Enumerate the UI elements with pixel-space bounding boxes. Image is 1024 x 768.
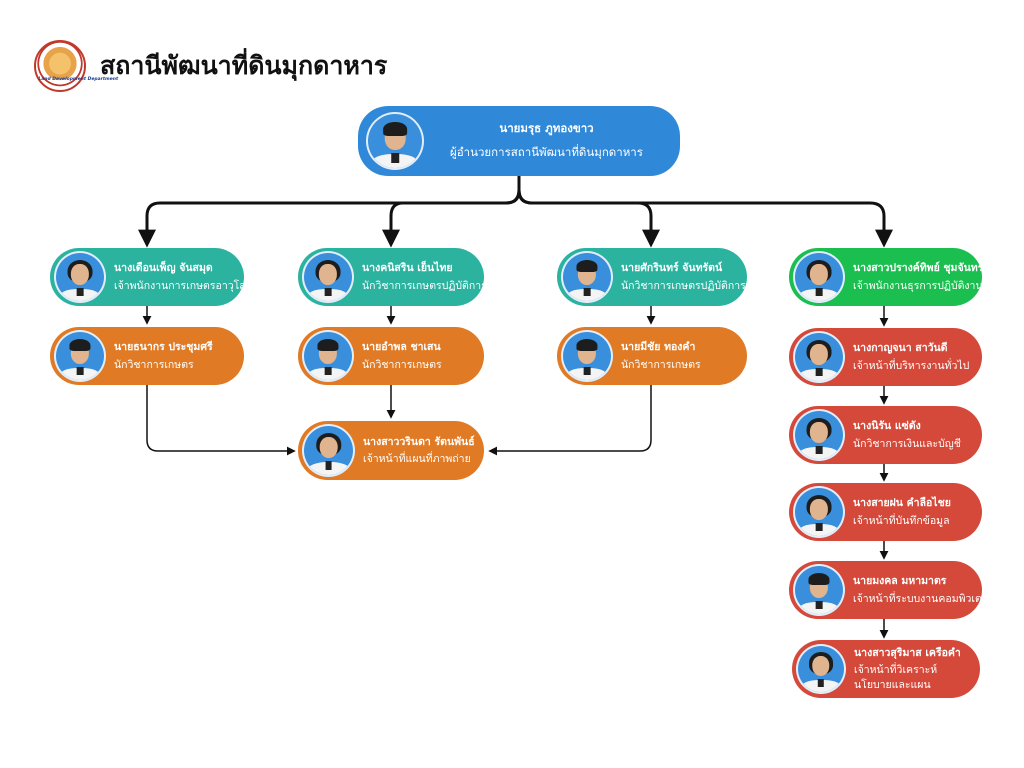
lead-name: นางสาวปรางค์ทิพย์ ชุมจันทร์ [853,262,982,275]
admin-card[interactable]: นางนิรัน แซ่ตัง นักวิชาการเงินและบัญชี [789,406,982,464]
lead-photo [302,251,354,303]
lead-photo [561,251,613,303]
ldd-logo: Land Development Department [34,40,119,92]
page-header: Land Development Department สถานีพัฒนาที… [34,38,387,94]
admin-position: เจ้าหน้าที่บันทึกข้อมูล [853,514,950,527]
staff-position: นักวิชาการเกษตร [621,358,701,371]
admin-position: เจ้าหน้าที่ระบบงานคอมพิวเตอร์ [853,592,982,605]
director-to-lead-4 [517,189,893,248]
mapping-officer-card[interactable]: นางสาววรินดา รัตนพันธ์ เจ้าหน้าที่แผนที่… [298,421,484,480]
admin-photo [793,409,845,461]
director-card[interactable]: นายมรุธ ภูทองขาว ผู้อำนวยการสถานีพัฒนาที… [358,106,680,176]
logo-caption: Land Development Department [38,76,119,82]
staff-name: นายมีชัย ทองคำ [621,341,696,354]
admin-photo [793,564,845,616]
staff-name: นายอำพล ชาเสน [362,341,441,354]
mapping-officer-position: เจ้าหน้าที่แผนที่ภาพถ่าย [363,453,471,465]
staff-card[interactable]: นายอำพล ชาเสน นักวิชาการเกษตร [298,327,484,385]
staff-photo [561,330,613,382]
lead-position: เจ้าพนักงานการเกษตรอาวุโส [114,279,244,292]
mapping-officer-photo [302,424,355,477]
staff-position: นักวิชาการเกษตร [114,358,194,371]
lead-position: นักวิชาการเกษตรปฏิบัติการ [621,279,746,292]
lead-name: นายศักรินทร์ จันทรัตน์ [621,262,723,275]
director-bus [138,176,521,248]
admin-position: นักวิชาการเงินและบัญชี [853,437,961,450]
page-title: สถานีพัฒนาที่ดินมุกดาหาร [100,51,388,80]
admin-card[interactable]: นายมงคล มหามาตร เจ้าหน้าที่ระบบงานคอมพิว… [789,561,982,619]
staff-card[interactable]: นายมีชัย ทองคำ นักวิชาการเกษตร [557,327,747,385]
admin-name: นายมงคล มหามาตร [853,575,947,588]
staff3-to-mapping [488,385,652,456]
director-photo [366,112,424,170]
director-to-lead-3 [517,189,660,248]
director-position: ผู้อำนวยการสถานีพัฒนาที่ดินมุกดาหาร [450,145,643,159]
lead-name: นางคนิสริน เย็นไทย [362,262,453,275]
admin-name: นางสาวสุริมาส เครือคำ [854,647,961,660]
admin-photo [796,644,846,694]
staff-card[interactable]: นายธนากร ประชุมศรี นักวิชาการเกษตร [50,327,244,385]
admin-photo [793,486,845,538]
admin-name: นางสายฝน คำลือไชย [853,497,951,510]
lead-photo [54,251,106,303]
admin-photo [793,331,845,383]
lead-photo [793,251,845,303]
admin-card[interactable]: นางสาวสุริมาส เครือคำ เจ้าหน้าที่วิเคราะ… [792,640,980,698]
lead-position: เจ้าพนักงานธุรการปฏิบัติงาน [853,279,982,292]
staff-photo [302,330,354,382]
lead-card[interactable]: นายศักรินทร์ จันทรัตน์ นักวิชาการเกษตรปฏ… [557,248,747,306]
lead-card[interactable]: นางสาวปรางค์ทิพย์ ชุมจันทร์ เจ้าพนักงานธ… [789,248,982,306]
admin-card[interactable]: นางสายฝน คำลือไชย เจ้าหน้าที่บันทึกข้อมู… [789,483,982,541]
lead-name: นางเดือนเพ็ญ จันสมุด [114,262,213,275]
admin-name: นางกาญจนา สาวันดี [853,342,948,355]
staff-name: นายธนากร ประชุมศรี [114,341,213,354]
director-name: นายมรุธ ภูทองขาว [499,121,594,136]
admin-card[interactable]: นางกาญจนา สาวันดี เจ้าหน้าที่บริหารงานทั… [789,328,982,386]
lead-card[interactable]: นางคนิสริน เย็นไทย นักวิชาการเกษตรปฏิบัต… [298,248,484,306]
staff-position: นักวิชาการเกษตร [362,358,442,371]
admin-name: นางนิรัน แซ่ตัง [853,420,921,433]
staff1-to-mapping [146,385,296,456]
staff-photo [54,330,106,382]
mapping-officer-name: นางสาววรินดา รัตนพันธ์ [363,435,475,448]
director-to-lead-2 [382,189,521,248]
lead-card[interactable]: นางเดือนเพ็ญ จันสมุด เจ้าพนักงานการเกษตร… [50,248,244,306]
admin-position: เจ้าหน้าที่วิเคราะห์นโยบายและแผน [854,664,938,691]
lead-position: นักวิชาการเกษตรปฏิบัติการ [362,279,484,292]
admin-position: เจ้าหน้าที่บริหารงานทั่วไป [853,359,970,372]
